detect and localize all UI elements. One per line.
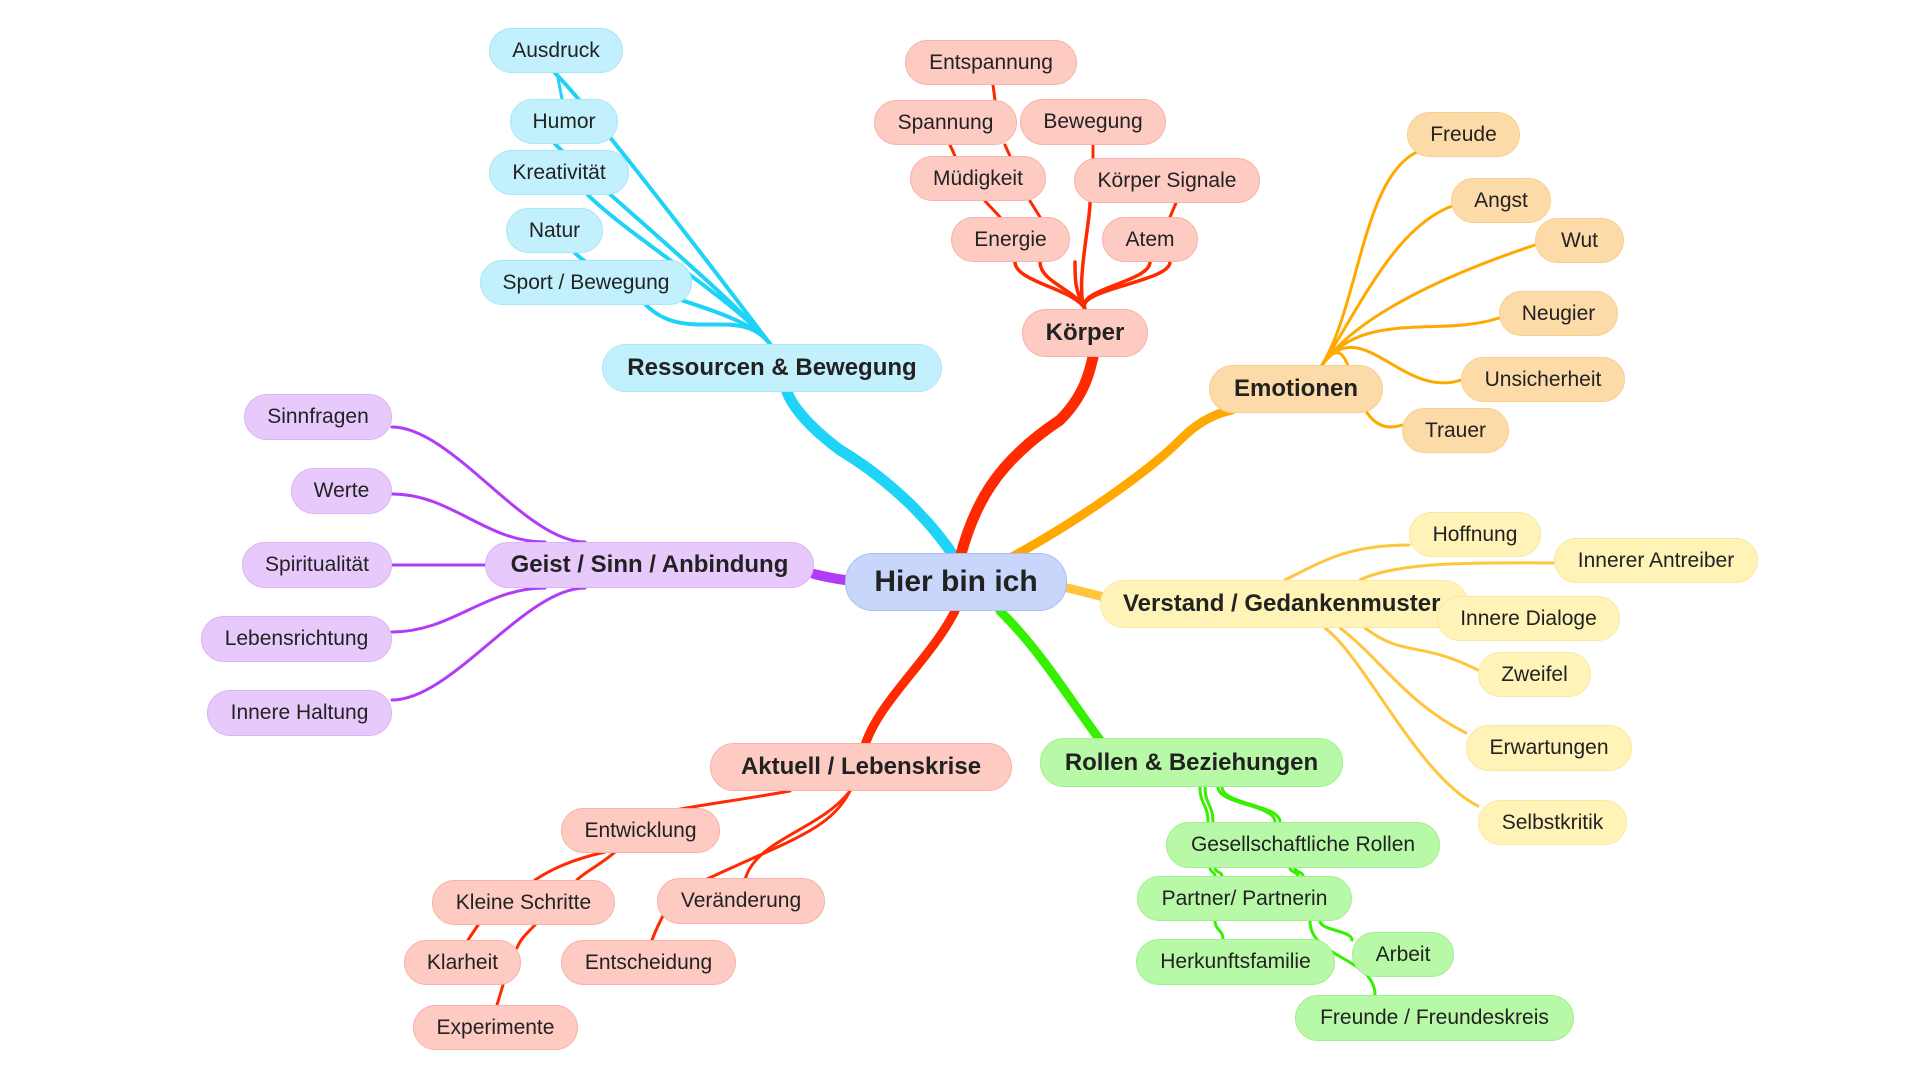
connector-klarheit-experimente — [495, 983, 505, 1007]
connector-koerper-child-4 — [1082, 260, 1152, 311]
node-entspannung[interactable]: Entspannung — [905, 40, 1077, 85]
node-muedigkeit[interactable]: Müdigkeit — [910, 156, 1046, 201]
connector-verstand-up-1 — [1358, 561, 1556, 582]
connector-verstand-down-1 — [1338, 626, 1468, 735]
branch-verstand[interactable]: Verstand / Gedankenmuster — [1100, 580, 1468, 628]
node-angst[interactable]: Angst — [1451, 178, 1551, 223]
connector-root-aktuell — [860, 606, 960, 750]
connector-entwicklung-kleine-b — [575, 850, 617, 882]
node-werte[interactable]: Werte — [291, 468, 392, 514]
branch-geist[interactable]: Geist / Sinn / Anbindung — [485, 542, 814, 588]
node-partner[interactable]: Partner/ Partnerin — [1137, 876, 1352, 921]
node-entwicklung[interactable]: Entwicklung — [561, 808, 720, 853]
branch-aktuell[interactable]: Aktuell / Lebenskrise — [710, 743, 1012, 791]
node-hoffnung[interactable]: Hoffnung — [1409, 512, 1541, 557]
node-gesellschaftliche-rollen[interactable]: Gesellschaftliche Rollen — [1166, 822, 1440, 868]
connector-entwicklung-kleine-a — [533, 850, 607, 882]
node-zweifel[interactable]: Zweifel — [1478, 652, 1591, 697]
root-node[interactable]: Hier bin ich — [845, 553, 1067, 611]
connector-verstand-down-2 — [1323, 626, 1480, 808]
node-neugier[interactable]: Neugier — [1499, 291, 1618, 336]
connector-root-geist — [809, 569, 850, 585]
node-freunde[interactable]: Freunde / Freundeskreis — [1295, 995, 1574, 1041]
connector-muedigkeit-energie-b — [1028, 199, 1042, 219]
connector-ausdruck-humor — [555, 71, 564, 101]
node-koerper-signale[interactable]: Körper Signale — [1074, 158, 1260, 203]
connector-rollen-4 — [1208, 866, 1217, 878]
connector-rollen-0 — [1198, 785, 1210, 824]
branch-koerper[interactable]: Körper — [1022, 309, 1148, 357]
connector-kleine-klarheit — [466, 923, 480, 942]
node-kleine-schritte[interactable]: Kleine Schritte — [432, 880, 615, 925]
connector-root-rollen — [995, 606, 1105, 745]
node-unsicherheit[interactable]: Unsicherheit — [1461, 357, 1625, 402]
connector-rollen-5 — [1213, 866, 1224, 878]
node-bewegung[interactable]: Bewegung — [1020, 99, 1166, 145]
node-experimente[interactable]: Experimente — [413, 1005, 578, 1050]
node-freude[interactable]: Freude — [1407, 112, 1520, 157]
connector-spannung-muedigkeit-a — [948, 143, 957, 158]
connector-muedigkeit-energie — [983, 199, 1002, 219]
node-trauer[interactable]: Trauer — [1402, 408, 1509, 453]
node-innerer-antreiber[interactable]: Innerer Antreiber — [1554, 538, 1758, 583]
connector-root-koerper — [954, 351, 1099, 564]
node-energie[interactable]: Energie — [951, 217, 1070, 262]
node-sport-bewegung[interactable]: Sport / Bewegung — [480, 260, 692, 305]
branch-emotionen[interactable]: Emotionen — [1209, 365, 1383, 413]
connector-root-ressourcen — [781, 386, 961, 564]
connector-rollen-8 — [1213, 919, 1225, 941]
node-lebensrichtung[interactable]: Lebensrichtung — [201, 616, 392, 662]
connector-rollen-3 — [1220, 785, 1282, 824]
connector-emotionen-child-2 — [1318, 243, 1537, 370]
node-kreativitaet[interactable]: Kreativität — [489, 150, 629, 195]
connector-geist-child-4 — [390, 586, 587, 702]
connector-spannung-muedigkeit-b — [1003, 143, 1012, 158]
connector-verstand-up-0 — [1283, 543, 1411, 582]
connector-rollen-7 — [1293, 866, 1305, 878]
node-natur[interactable]: Natur — [506, 208, 603, 253]
connector-root-emotionen — [1005, 405, 1237, 563]
connector-kleine-experimente — [515, 923, 537, 950]
node-selbstkritik[interactable]: Selbstkritik — [1478, 800, 1627, 845]
connector-entspannung-spannung — [991, 83, 997, 102]
node-wut[interactable]: Wut — [1535, 218, 1624, 263]
node-ausdruck[interactable]: Ausdruck — [489, 28, 623, 73]
connector-emotionen-child-1 — [1318, 203, 1457, 370]
node-klarheit[interactable]: Klarheit — [404, 940, 521, 985]
connector-rollen-1 — [1203, 785, 1215, 824]
connector-rollen-6 — [1288, 866, 1300, 878]
node-humor[interactable]: Humor — [510, 99, 618, 144]
node-erwartungen[interactable]: Erwartungen — [1466, 725, 1632, 771]
node-herkunftsfamilie[interactable]: Herkunftsfamilie — [1136, 939, 1335, 985]
node-arbeit[interactable]: Arbeit — [1352, 932, 1454, 977]
node-spannung[interactable]: Spannung — [874, 100, 1017, 145]
connector-koerper-child-5 — [1082, 260, 1172, 311]
node-veraenderung[interactable]: Veränderung — [657, 878, 825, 924]
connector-aktuell-veraenderung-a — [703, 789, 852, 882]
node-entscheidung[interactable]: Entscheidung — [561, 940, 736, 985]
branch-ressourcen[interactable]: Ressourcen & Bewegung — [602, 344, 942, 392]
node-sinnfragen[interactable]: Sinnfragen — [244, 394, 392, 440]
connector-signale-atem — [1168, 201, 1178, 219]
connector-ressourcen-child-4 — [644, 303, 772, 346]
connector-aktuell-veraenderung-b — [743, 789, 852, 882]
node-atem[interactable]: Atem — [1102, 217, 1198, 262]
connector-rollen-9 — [1318, 919, 1354, 942]
connector-verstand-down-0 — [1363, 626, 1480, 672]
connector-geist-child-3 — [390, 586, 547, 634]
node-innere-dialoge[interactable]: Innere Dialoge — [1437, 596, 1620, 641]
connector-koerper-child-3 — [1079, 201, 1092, 311]
node-spiritualitaet[interactable]: Spiritualität — [242, 542, 392, 588]
connector-emotionen-child-0 — [1318, 148, 1424, 370]
connector-rollen-10 — [1308, 919, 1377, 997]
node-innere-haltung[interactable]: Innere Haltung — [207, 690, 392, 736]
branch-rollen[interactable]: Rollen & Beziehungen — [1040, 738, 1343, 787]
connector-geist-child-1 — [390, 492, 547, 544]
connector-geist-child-0 — [390, 425, 587, 544]
connector-ressourcen-child-0 — [553, 71, 772, 346]
